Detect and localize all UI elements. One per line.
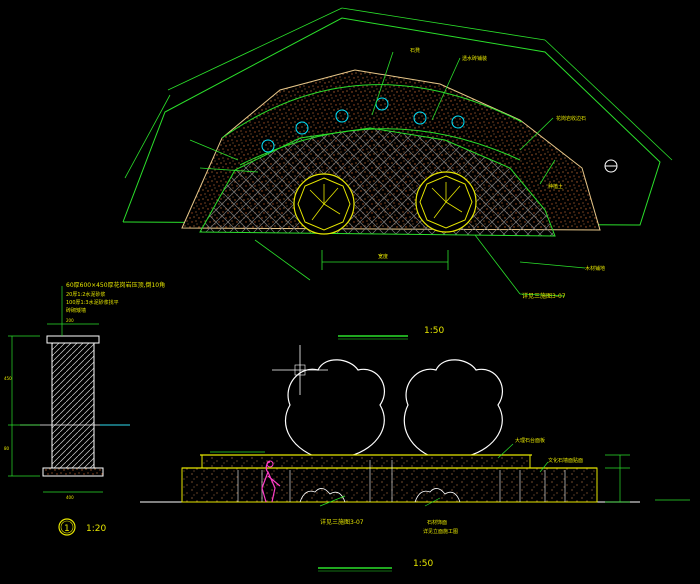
tree-branches <box>309 184 341 221</box>
lamp-marker <box>451 115 465 129</box>
section-dim-height-b: 80 <box>4 446 10 451</box>
lamp-marker <box>295 121 309 135</box>
section-footing <box>42 467 104 477</box>
plan-label-paving: 透水砖铺装 <box>462 55 487 62</box>
plan-dimensions <box>124 7 673 297</box>
plan-label-detail-ref: 详见三施图3-07 <box>522 292 566 300</box>
plan-curve-inner <box>239 128 521 166</box>
tree-branches <box>431 182 463 219</box>
plan-tree-left <box>293 173 355 235</box>
section-note: 60厚600×450厚花岗岩压顶,倒10角 <box>66 281 165 289</box>
elevation-label-mid: 文化石墙面贴面 <box>548 457 583 464</box>
plan-label-wood: 木材铺地 <box>585 265 605 272</box>
section-scale: 1:20 <box>86 524 106 534</box>
plan-curve-outer <box>221 84 523 139</box>
plan-view: 石凳 透水砖铺装 花岗岩收边石 种植土 木材铺地 详见三施图3-07 宽度 1:… <box>122 7 673 340</box>
tree-octagon <box>419 175 473 229</box>
lamp-marker <box>261 139 275 153</box>
elevation-label-top: 大理石台面板 <box>515 437 545 444</box>
plan-label-curb: 花岗岩收边石 <box>556 115 586 122</box>
lamp-marker <box>335 109 349 123</box>
elevation-view: 大理石台面板 文化石墙面贴面 详见三施图3-07 石材饰面 详见立面施工图 1:… <box>140 345 690 572</box>
section-wall <box>51 341 95 471</box>
section-note: 砖砌矮墙 <box>66 307 86 314</box>
plan-outer-frame <box>122 17 661 226</box>
elevation-label-bottom-b1: 石材饰面 <box>427 519 447 526</box>
tree-left-icon <box>285 359 385 461</box>
elevation-dims <box>605 454 690 503</box>
section-note: 100厚1:3水泥砂浆找平 <box>66 299 119 306</box>
plan-leaders <box>189 51 556 185</box>
plan-label-soil: 种植土 <box>548 183 563 190</box>
section-dims <box>8 323 103 493</box>
plan-tree-right <box>415 171 477 233</box>
elevation-label-bottom-b2: 详见立面施工图 <box>423 528 458 535</box>
plan-scale: 1:50 <box>424 326 444 336</box>
elevation-columns <box>237 460 566 502</box>
section-cap <box>46 335 100 344</box>
section-detail: 200 400 450 80 60厚600×450厚花岗岩压顶,倒10角 20厚… <box>4 281 165 536</box>
lamp-marker <box>413 111 427 125</box>
elevation-label-bottom-a: 详见三施图3-07 <box>320 518 364 526</box>
person-icon <box>261 461 281 503</box>
elevation-scale: 1:50 <box>413 559 433 569</box>
tree-octagon <box>297 177 351 231</box>
section-notes: 60厚600×450厚花岗岩压顶,倒10角 20厚1:2水泥砂浆 100厚1:3… <box>66 281 165 314</box>
section-dim-bottom: 400 <box>66 495 74 500</box>
elevation-planter <box>181 467 598 503</box>
section-number-badge <box>58 518 76 536</box>
elevation-shrubs <box>299 488 461 503</box>
elevation-leaders <box>210 443 549 507</box>
plan-label-width: 宽度 <box>378 253 388 260</box>
plan-label-stone-bench: 石凳 <box>410 47 420 54</box>
section-dim-top: 200 <box>66 318 74 323</box>
plan-north-marker <box>604 159 618 173</box>
section-note: 20厚1:2水泥砂浆 <box>66 291 105 298</box>
tree-right-icon <box>403 359 503 461</box>
section-dim-height-a: 450 <box>4 376 12 381</box>
section-number: 1 <box>64 524 70 534</box>
